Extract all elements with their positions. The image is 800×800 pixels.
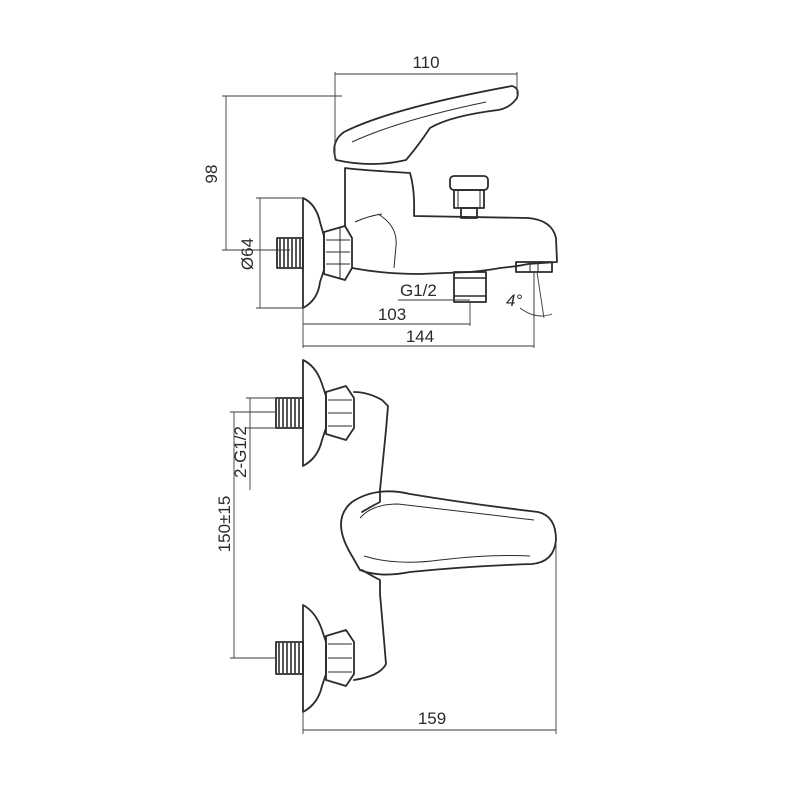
- dim-inlet-to-outlet: 103: [378, 305, 406, 324]
- dim-connection-thread: G1/2: [400, 281, 437, 300]
- front-upper-threaded-inlet: [275, 397, 304, 429]
- front-upper-hex-nut: [325, 385, 355, 441]
- side-mixer-body: [344, 167, 558, 275]
- side-hex-nut: [323, 225, 353, 281]
- dim-inlet-spacing: 150±15: [215, 496, 234, 553]
- dim-width-top: 110: [412, 53, 439, 72]
- dim-overall-length: 144: [406, 327, 434, 346]
- dim-inlet-threads: 2-G1/2: [231, 426, 250, 478]
- side-view: 110 98 Ø64 G1/2 103 144 4°: [202, 53, 558, 348]
- dim-flange-diameter: Ø64: [238, 238, 257, 270]
- side-lever-handle: [333, 85, 519, 165]
- side-wall-flange: [302, 197, 325, 309]
- side-diverter-knob: [449, 175, 489, 219]
- front-view: 2-G1/2 150±15 159: [215, 359, 557, 734]
- front-lever-handle: [340, 490, 557, 576]
- dim-spout-angle: 4°: [506, 291, 522, 310]
- front-lower-hex-nut: [325, 629, 355, 687]
- dim-overall-projection: 159: [418, 709, 446, 728]
- dim-height-total: 98: [202, 165, 221, 184]
- front-lower-threaded-inlet: [275, 641, 304, 675]
- side-threaded-inlet: [276, 237, 304, 269]
- front-mixer-body: [353, 391, 389, 681]
- side-dimension-lines: [222, 72, 553, 348]
- front-lower-flange: [302, 604, 327, 713]
- front-upper-flange: [302, 359, 327, 467]
- front-dimension-lines: [230, 397, 557, 734]
- side-hose-connection: [453, 271, 487, 303]
